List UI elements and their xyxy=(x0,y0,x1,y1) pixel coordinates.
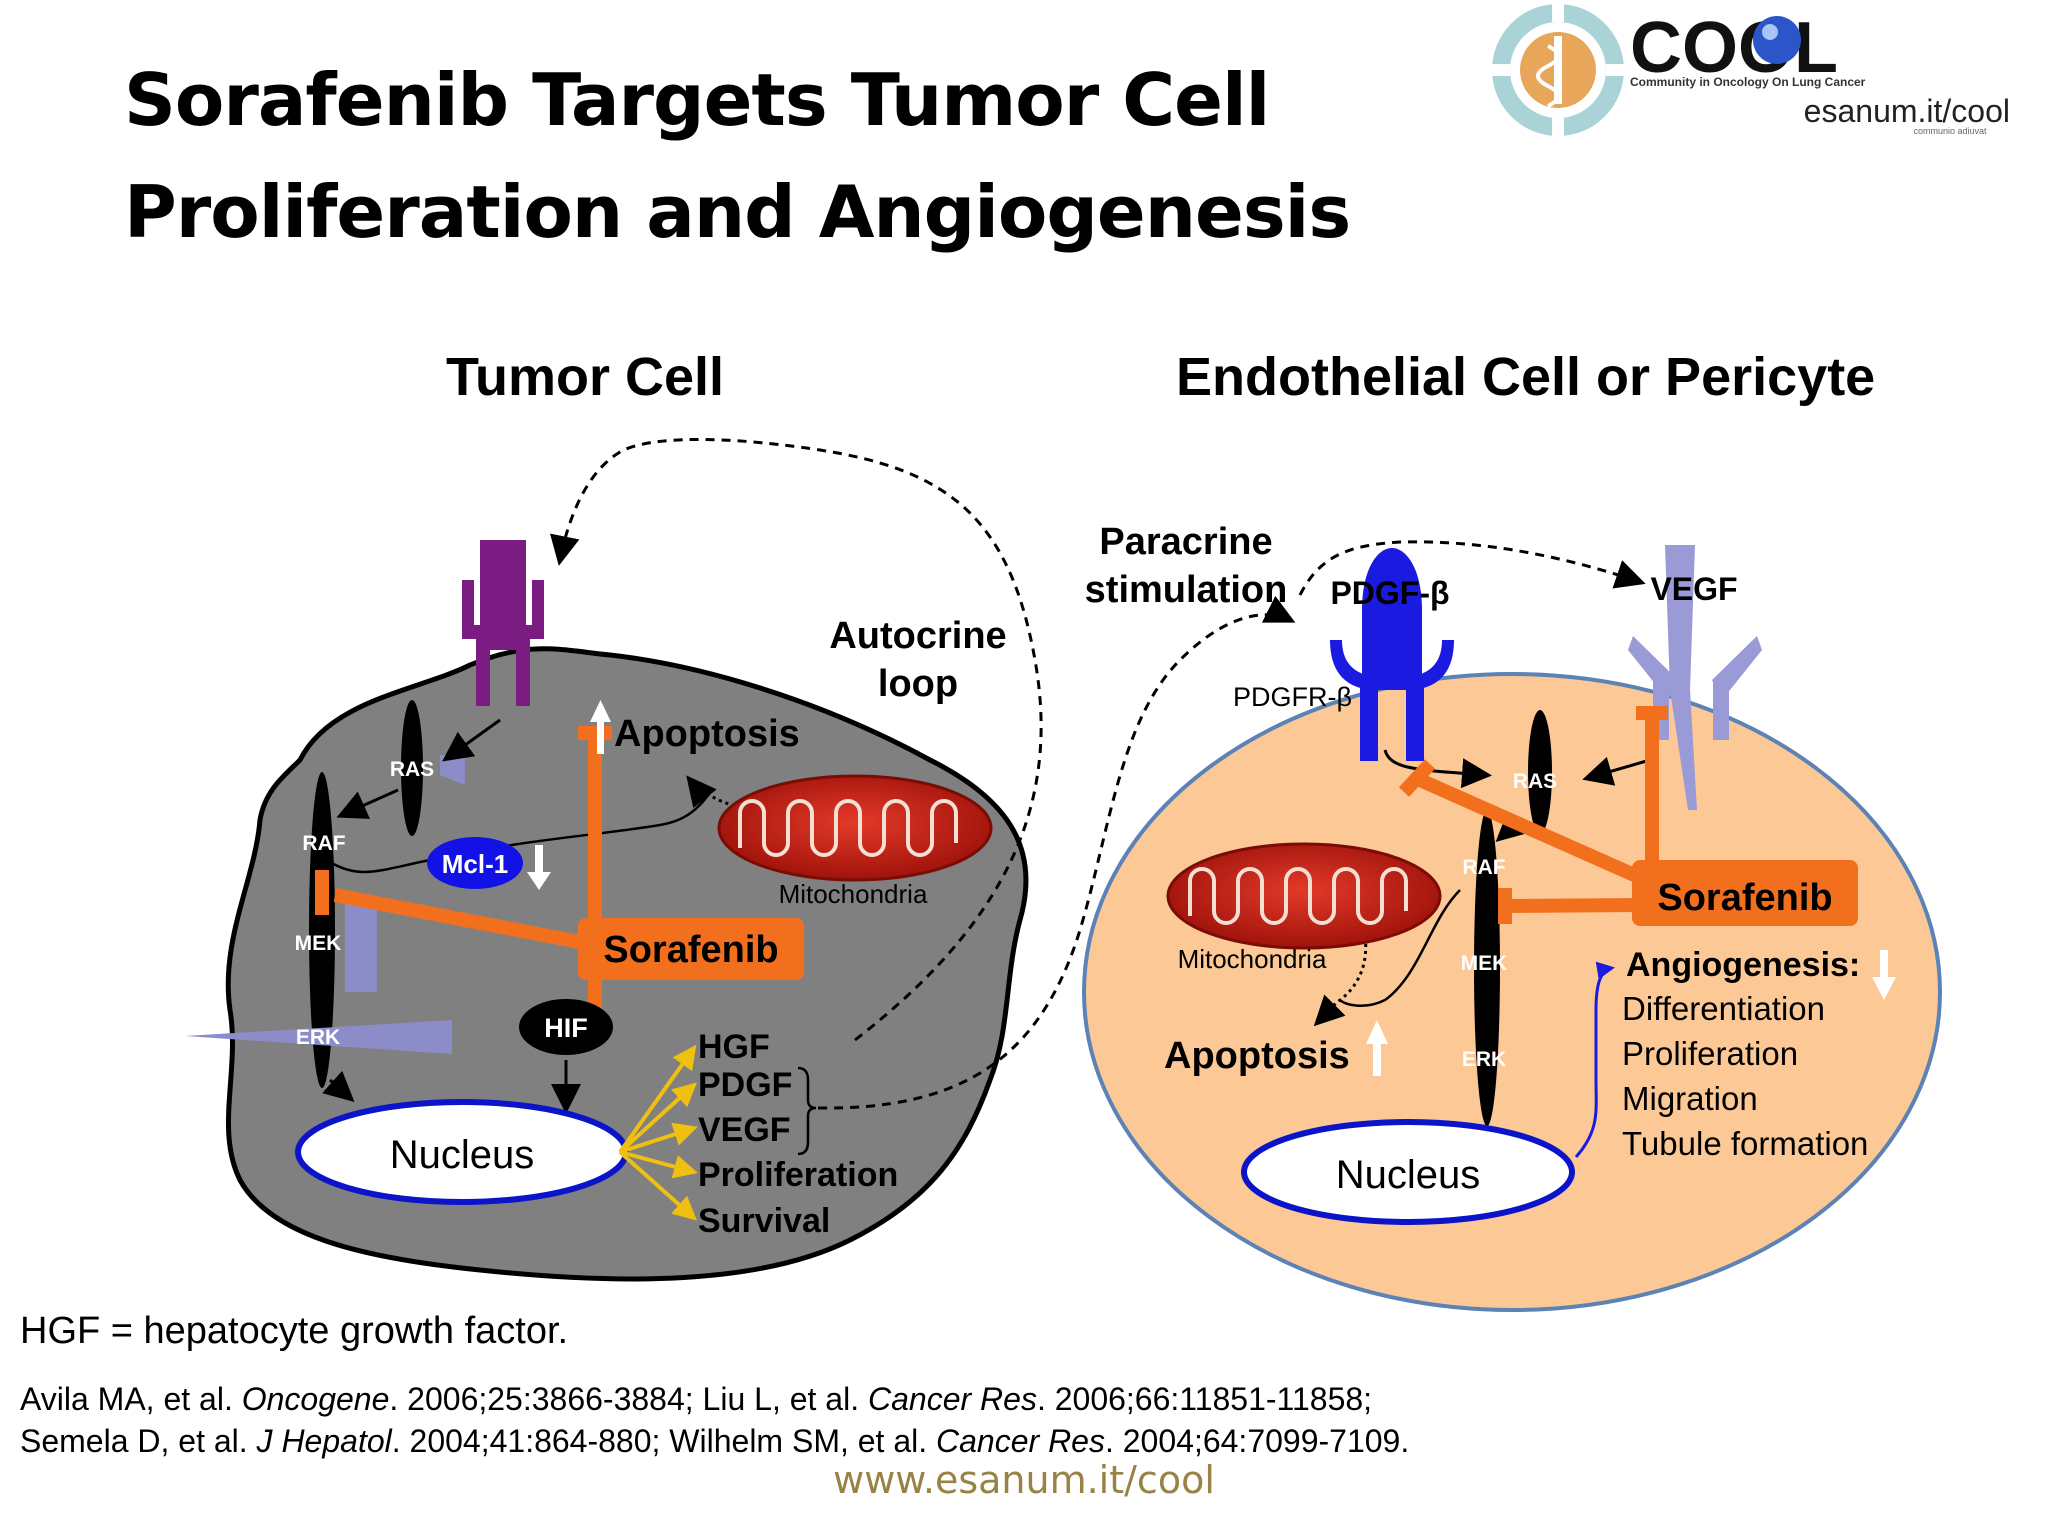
reference-text: Semela D, et al. xyxy=(20,1423,257,1459)
tumor-mek-label: MEK xyxy=(295,932,342,955)
endo-mitochondria-label: Mitochondria xyxy=(1178,944,1327,974)
endo-sorafenib-label: Sorafenib xyxy=(1657,877,1832,919)
angiogenesis-list: Differentiation Proliferation Migration … xyxy=(1622,990,1868,1162)
reference-text: Avila MA, et al. xyxy=(20,1381,242,1417)
tumor-cell-heading: Tumor Cell xyxy=(446,347,725,407)
slide-title-line-2: Proliferation and Angiogenesis xyxy=(124,170,1351,254)
endothelial-cell-heading: Endothelial Cell or Pericyte xyxy=(1176,347,1876,407)
vegf-label: VEGF xyxy=(1650,571,1737,607)
angiogenesis-item: Proliferation xyxy=(1622,1035,1798,1072)
mcl1-down-arrow-icon xyxy=(527,845,551,890)
mcl1-label: Mcl-1 xyxy=(442,849,508,879)
tumor-nucleus-label: Nucleus xyxy=(390,1133,535,1177)
tumor-ras-gradient xyxy=(440,755,465,785)
logo-url: esanum.it/cool xyxy=(1804,93,2010,129)
reference-journal: Oncogene xyxy=(241,1381,390,1417)
output-survival: Survival xyxy=(698,1202,830,1240)
output-vegf: VEGF xyxy=(698,1111,791,1149)
hif-node xyxy=(519,999,613,1055)
tumor-sorafenib-box xyxy=(578,918,804,980)
tumor-erk-gradient xyxy=(185,1020,452,1054)
output-hgf: HGF xyxy=(698,1028,770,1066)
reference-journal: Cancer Res xyxy=(867,1381,1037,1417)
slide-title-line-1: Sorafenib Targets Tumor Cell xyxy=(124,58,1270,142)
angiogenesis-item: Differentiation xyxy=(1622,990,1825,1027)
autocrine-label-line-1: Autocrine xyxy=(829,615,1006,657)
tumor-raf-mek-erk-column xyxy=(309,772,335,1088)
reference-text: . 2006;25:3866-3884; Liu L, et al. xyxy=(389,1381,868,1417)
slide-title: Sorafenib Targets Tumor Cell Proliferati… xyxy=(124,44,1351,268)
tumor-apoptosis-up-arrow-icon xyxy=(590,700,611,754)
reference-line-2: Semela D, et al. J Hepatol. 2004;41:864-… xyxy=(20,1420,1409,1462)
pdgfr-beta-receptor-icon xyxy=(1330,548,1454,761)
tumor-raf-label: RAF xyxy=(302,832,345,855)
endo-sorafenib-box xyxy=(1632,860,1858,926)
endo-sorafenib-inhibition xyxy=(1398,706,1668,924)
reference-text: . 2004;41:864-880; Wilhelm SM, et al. xyxy=(391,1423,937,1459)
tumor-mitochondria-icon xyxy=(717,774,993,882)
hif-label: HIF xyxy=(544,1013,588,1043)
nucleus-to-angiogenesis-arrow xyxy=(1574,961,1615,1158)
endo-mek-label: MEK xyxy=(1461,952,1508,975)
endo-ras-node xyxy=(1528,710,1552,834)
endo-raf-mek-erk-column xyxy=(1474,810,1500,1126)
reference-text: . 2006;66:11851-11858; xyxy=(1036,1381,1373,1417)
paracrine-stimulation-arrow xyxy=(817,595,1296,1110)
reference-line-1: Avila MA, et al. Oncogene. 2006;25:3866-… xyxy=(20,1378,1409,1420)
pdgfr-beta-label: PDGFR-β xyxy=(1233,682,1352,712)
endo-raf-label: RAF xyxy=(1462,856,1505,879)
tumor-erk-label: ERK xyxy=(296,1026,340,1049)
tumor-sorafenib-label: Sorafenib xyxy=(603,929,778,971)
output-proliferation: Proliferation xyxy=(698,1156,898,1194)
footer-url[interactable]: www.esanum.it/cool xyxy=(833,1458,1215,1502)
angiogenesis-item: Migration xyxy=(1622,1080,1758,1117)
paracrine-label-line-2: stimulation xyxy=(1085,569,1288,611)
references: Avila MA, et al. Oncogene. 2006;25:3866-… xyxy=(20,1378,1409,1462)
tumor-outputs: HGF PDGF VEGF Proliferation Survival xyxy=(698,1028,898,1240)
tumor-mitochondria-label: Mitochondria xyxy=(779,879,928,909)
logo-tagline: Community in Oncology On Lung Cancer xyxy=(1630,75,1866,89)
endo-nucleus xyxy=(1241,1119,1575,1225)
paracrine-label-line-1: Paracrine xyxy=(1099,521,1272,563)
pdgf-vegf-bracket xyxy=(797,1066,817,1156)
angiogenesis-down-arrow-icon xyxy=(1872,950,1896,1000)
autocrine-label-line-2: loop xyxy=(878,663,958,705)
logo-sub: communio adiuvat xyxy=(1913,126,1987,136)
endo-mitochondria-icon xyxy=(1166,842,1442,950)
tumor-output-arrows xyxy=(618,1044,698,1221)
endo-erk-label: ERK xyxy=(1462,1048,1506,1071)
endo-apoptosis-up-arrow-icon xyxy=(1366,1020,1388,1076)
angiogenesis-item: Tubule formation xyxy=(1622,1125,1868,1162)
tumor-mek-gradient xyxy=(345,895,377,992)
autocrine-loop-arrow xyxy=(550,437,1043,1042)
angiogenesis-label: Angiogenesis: xyxy=(1626,946,1860,984)
endo-nucleus-label: Nucleus xyxy=(1336,1153,1481,1197)
mcl1-node xyxy=(427,837,523,889)
caduceus-icon xyxy=(1488,0,1628,140)
output-pdgf: PDGF xyxy=(698,1066,792,1104)
endo-apoptosis-label: Apoptosis xyxy=(1164,1035,1350,1077)
cool-logo: COOL Community in Oncology On Lung Cance… xyxy=(1488,0,2010,140)
footnote: HGF = hepatocyte growth factor. xyxy=(20,1310,569,1352)
reference-journal: J Hepatol xyxy=(256,1423,392,1459)
logo-name: COOL xyxy=(1630,8,1838,88)
reference-text: . 2004;64:7099-7109. xyxy=(1104,1423,1410,1459)
endo-ras-label: RAS xyxy=(1513,770,1557,793)
reference-journal: Cancer Res xyxy=(936,1423,1105,1459)
tumor-ras-label: RAS xyxy=(390,758,434,781)
tumor-receptor-icon xyxy=(462,540,544,706)
pdgf-beta-label: PDGF-β xyxy=(1330,575,1449,611)
tumor-ras-node xyxy=(401,700,423,836)
tumor-apoptosis-label: Apoptosis xyxy=(614,713,800,755)
